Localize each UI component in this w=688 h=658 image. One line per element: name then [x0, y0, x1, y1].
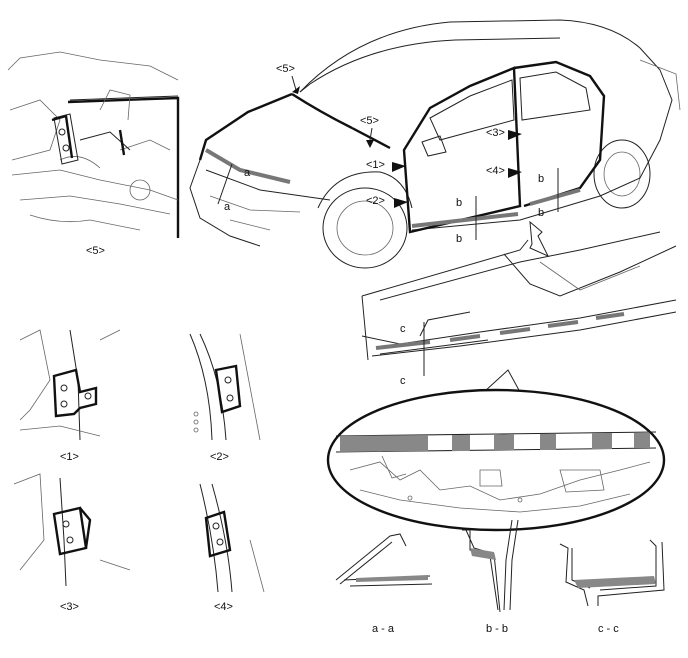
- label-view-2: <2>: [210, 451, 229, 463]
- hinge-view-4: [199, 483, 265, 593]
- callout-4-rear-door: <4>: [486, 165, 505, 177]
- section-marker-b-right-bottom: b: [538, 207, 544, 219]
- callout-5-hood-rear: <5>: [360, 115, 379, 127]
- label-section-aa: a - a: [372, 623, 395, 635]
- rocker-panel-detail: c c: [361, 231, 677, 387]
- hinge-view-2: [189, 333, 261, 441]
- callout-pointer: [483, 369, 521, 393]
- callout-1-front-door: <1>: [366, 159, 385, 171]
- hollow-arrow-to-rocker: [529, 220, 550, 258]
- label-view-1: <1>: [60, 451, 79, 463]
- label-section-bb: b - b: [486, 623, 508, 635]
- hinge-view-3: [13, 473, 131, 587]
- cross-section-aa: [335, 533, 433, 587]
- section-marker-a-bottom: a: [224, 201, 231, 213]
- callout-3-rear-door: <3>: [486, 127, 505, 139]
- car-body: [189, 19, 681, 269]
- hinge-view-1: [19, 329, 121, 441]
- section-marker-b-left-top: b: [456, 197, 462, 209]
- cross-section-bb: [462, 519, 519, 613]
- section-marker-c-top: c: [400, 323, 406, 335]
- section-marker-a-top: a: [244, 167, 251, 179]
- section-marker-b-right-top: b: [538, 173, 544, 185]
- label-section-cc: c - c: [598, 623, 619, 635]
- callout-5-hood: <5>: [276, 63, 295, 75]
- label-view-5: <5>: [86, 245, 105, 257]
- label-view-3: <3>: [60, 601, 79, 613]
- hood-hinge-detail: [7, 51, 180, 238]
- magnified-rocker-view: [326, 388, 666, 532]
- car-callouts: <5> <5> <1> <2> <3> <4> a a b b b b: [217, 63, 559, 245]
- section-marker-b-left-bottom: b: [456, 233, 462, 245]
- label-view-4: <4>: [214, 601, 233, 613]
- cross-section-cc: [559, 539, 665, 607]
- section-marker-c-bottom: c: [400, 375, 406, 387]
- callout-2-front-door: <2>: [366, 195, 385, 207]
